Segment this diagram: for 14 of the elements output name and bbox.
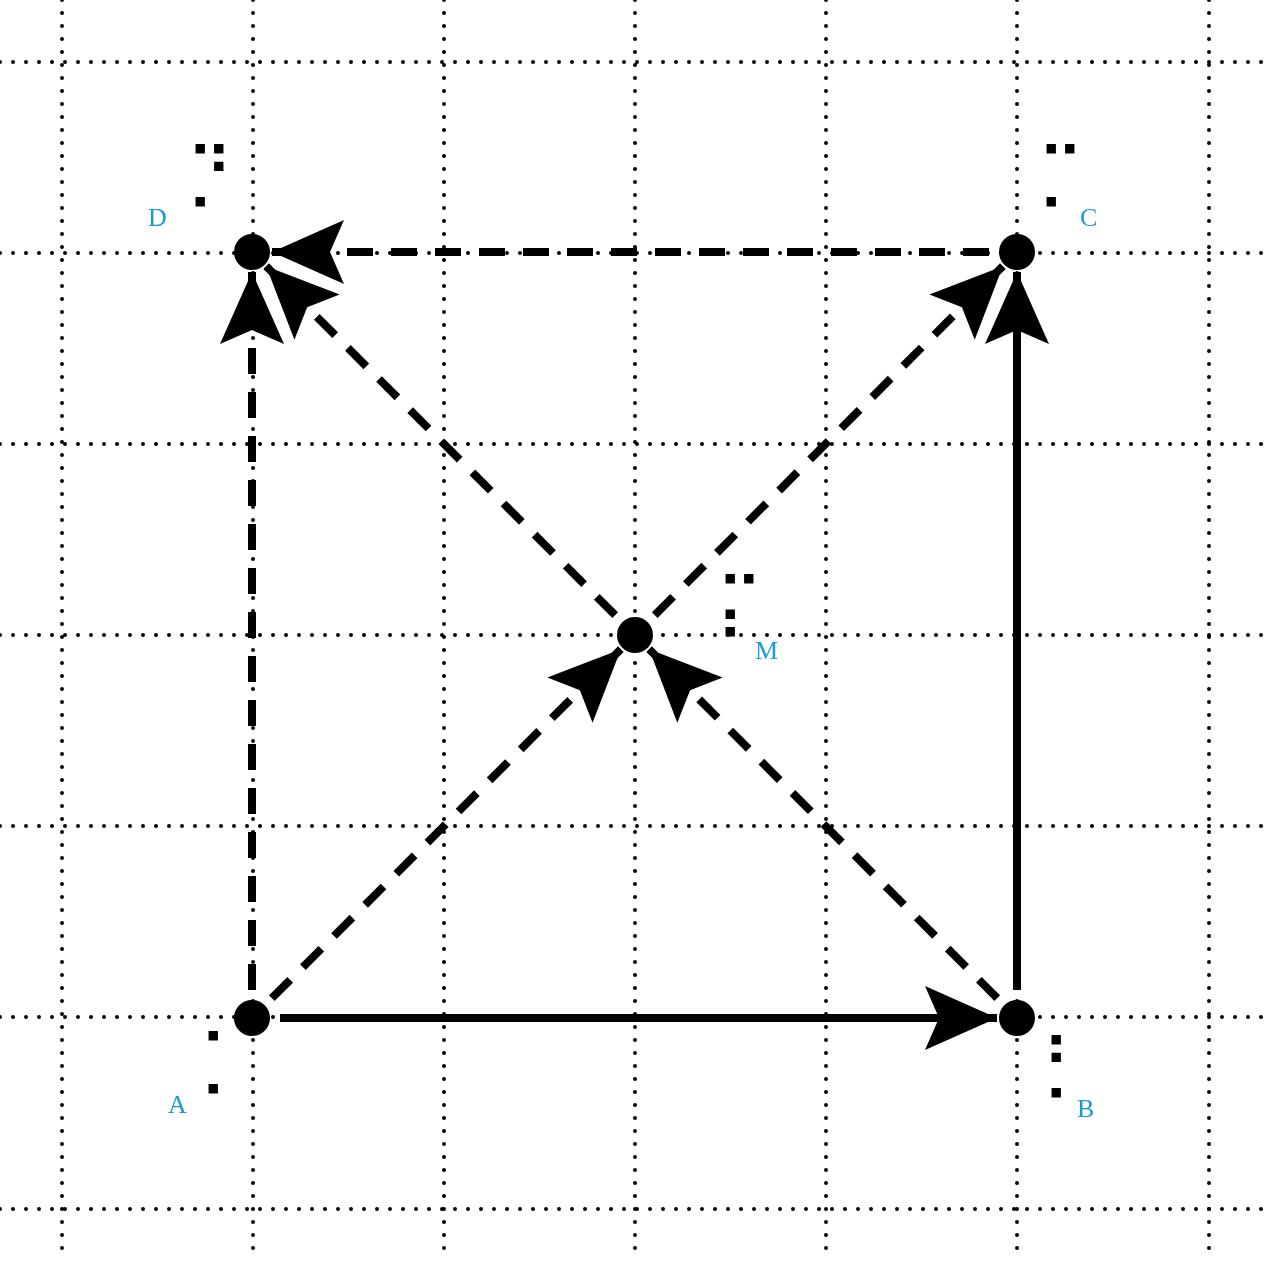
dashed-arrow xyxy=(268,646,624,1002)
point-dot xyxy=(999,1000,1035,1036)
point-dot xyxy=(617,617,653,653)
point-dot xyxy=(234,1000,270,1036)
point-dot xyxy=(999,234,1035,270)
dashed-arrow xyxy=(263,263,619,619)
point-label: C xyxy=(1080,205,1098,231)
point-label: M xyxy=(755,638,779,664)
point-label: D xyxy=(148,205,167,231)
dashed-arrow xyxy=(646,646,1001,1001)
point-dot xyxy=(234,234,270,270)
point-label: A xyxy=(168,1092,187,1118)
dashed-arrow xyxy=(651,263,1006,618)
point-label: B xyxy=(1077,1096,1095,1122)
